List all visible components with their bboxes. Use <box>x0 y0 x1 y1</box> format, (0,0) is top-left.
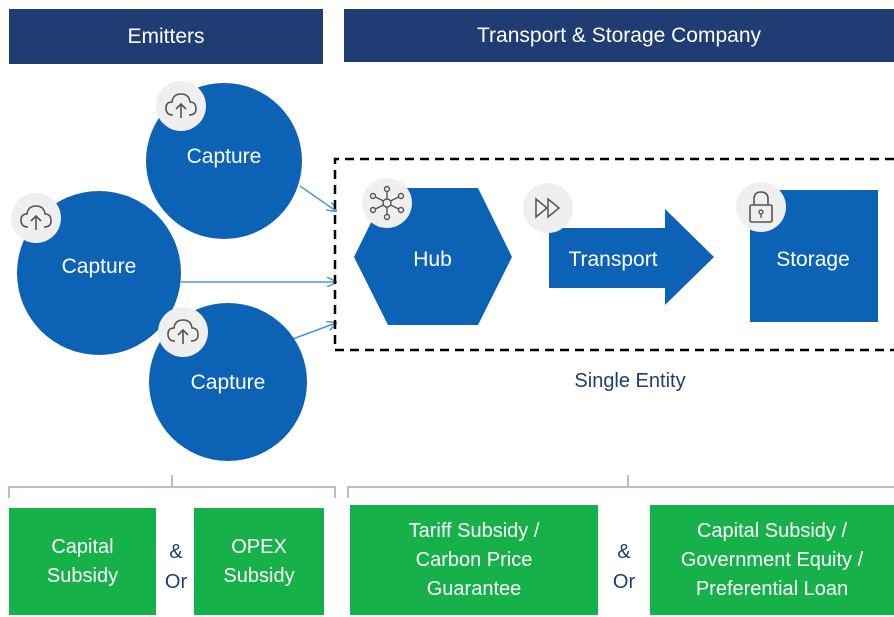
storage-label: Storage <box>776 248 850 271</box>
capture-badge <box>11 193 61 243</box>
ts-company-header: Transport & Storage Company <box>344 9 894 62</box>
capture-badge <box>158 307 208 357</box>
transport-arrow <box>549 209 714 305</box>
opex-subsidy-line: Subsidy <box>223 564 295 587</box>
capture-1-arrow <box>299 185 336 211</box>
tariff-subsidy-line: Guarantee <box>426 577 522 600</box>
opex-subsidy-line: OPEX <box>231 535 287 558</box>
opex-subsidy-box: OPEX Subsidy <box>194 508 324 615</box>
capture-label: Capture <box>61 255 137 278</box>
cloud-upload-icon <box>165 93 197 118</box>
emitters-header: Emitters <box>9 9 323 64</box>
cloud-upload-icon <box>20 205 52 230</box>
transport-label: Transport <box>568 248 658 271</box>
single-entity-label: Single Entity <box>574 370 686 392</box>
conjunction-or: Or <box>164 571 188 593</box>
padlock-icon <box>749 191 773 223</box>
tariff-subsidy-line: Tariff Subsidy / <box>408 519 540 542</box>
ts-conjunction: & Or <box>602 537 646 597</box>
fast-forward-icon <box>535 197 561 219</box>
network-hub-icon <box>369 185 405 221</box>
cloud-upload-icon <box>167 319 199 344</box>
capture-badge <box>156 81 206 131</box>
ts-bracket <box>347 475 894 498</box>
capture-3-arrow <box>289 323 336 341</box>
conjunction-and: & <box>617 541 631 563</box>
ts-company-header-label: Transport & Storage Company <box>476 23 762 47</box>
capital-subsidy-line: Capital <box>51 535 114 558</box>
capture-circle-bottom: Capture <box>149 303 307 461</box>
transport-badge <box>523 183 573 233</box>
capital-equity-loan-line: Capital Subsidy / <box>696 519 848 542</box>
capital-equity-loan-box: Capital Subsidy / Government Equity / Pr… <box>650 505 894 615</box>
capital-equity-loan-line: Government Equity / <box>680 548 864 571</box>
capture-label: Capture <box>186 145 262 168</box>
emitters-header-label: Emitters <box>127 24 205 48</box>
tariff-subsidy-line: Carbon Price <box>415 548 533 571</box>
capture-label: Capture <box>190 371 266 394</box>
hub-badge <box>362 178 412 228</box>
capital-subsidy-line: Subsidy <box>46 564 119 587</box>
conjunction-and: & <box>169 541 183 563</box>
emitters-bracket <box>8 475 336 498</box>
capital-subsidy-box: Capital Subsidy <box>9 508 156 615</box>
capital-equity-loan-line: Preferential Loan <box>695 577 849 600</box>
emitters-conjunction: & Or <box>158 537 194 597</box>
conjunction-or: Or <box>612 571 636 593</box>
hub-label: Hub <box>413 248 452 271</box>
storage-badge <box>736 182 786 232</box>
tariff-subsidy-box: Tariff Subsidy / Carbon Price Guarantee <box>350 505 598 615</box>
